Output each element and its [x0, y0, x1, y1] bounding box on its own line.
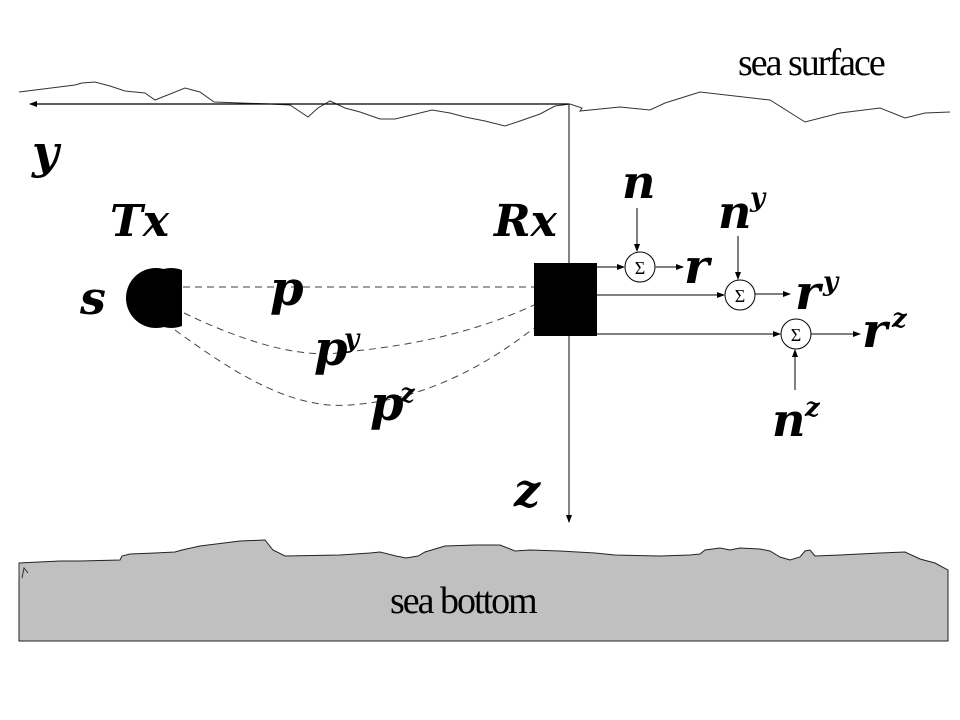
- sea-bottom-region: [18, 539, 949, 642]
- output-z-label: r: [862, 303, 891, 359]
- path-y-superscript: y: [343, 324, 361, 354]
- summing-junction-y: [724, 279, 756, 311]
- path-y-label: p: [314, 321, 348, 377]
- path-z-label: p: [370, 376, 404, 432]
- sea-surface-line: [18, 81, 951, 127]
- direct-path-label: p: [270, 261, 304, 317]
- noise-y-label: n: [718, 185, 751, 239]
- sea-bottom-label: sea bottom: [390, 580, 537, 622]
- sum-symbol-z: Σ: [791, 325, 801, 345]
- output-z-superscript: z: [891, 304, 908, 334]
- receiver-node: [534, 263, 597, 336]
- rx-label: Rx: [492, 196, 558, 247]
- sea-surface-label: sea surface: [738, 42, 885, 84]
- anchor-mark-icon: [21, 566, 29, 579]
- noise-label: n: [622, 155, 655, 209]
- y-axis-label: y: [31, 125, 62, 179]
- noise-y-superscript: y: [749, 183, 767, 213]
- output-y-label: r: [795, 265, 824, 321]
- source-signal-label: s: [79, 271, 106, 325]
- path-z-superscript: z: [399, 379, 416, 409]
- z-axis-label: z: [513, 463, 541, 517]
- output-label: r: [684, 239, 713, 295]
- output-y-superscript: y: [822, 267, 840, 297]
- path-y-curve: [183, 304, 535, 355]
- noise-z-superscript: z: [804, 393, 821, 423]
- noise-z-label: n: [772, 393, 805, 447]
- path-z-curve: [174, 327, 535, 406]
- tx-label: Tx: [110, 196, 170, 247]
- sum-symbol-y: Σ: [735, 286, 745, 306]
- sum-symbol-direct: Σ: [635, 258, 645, 278]
